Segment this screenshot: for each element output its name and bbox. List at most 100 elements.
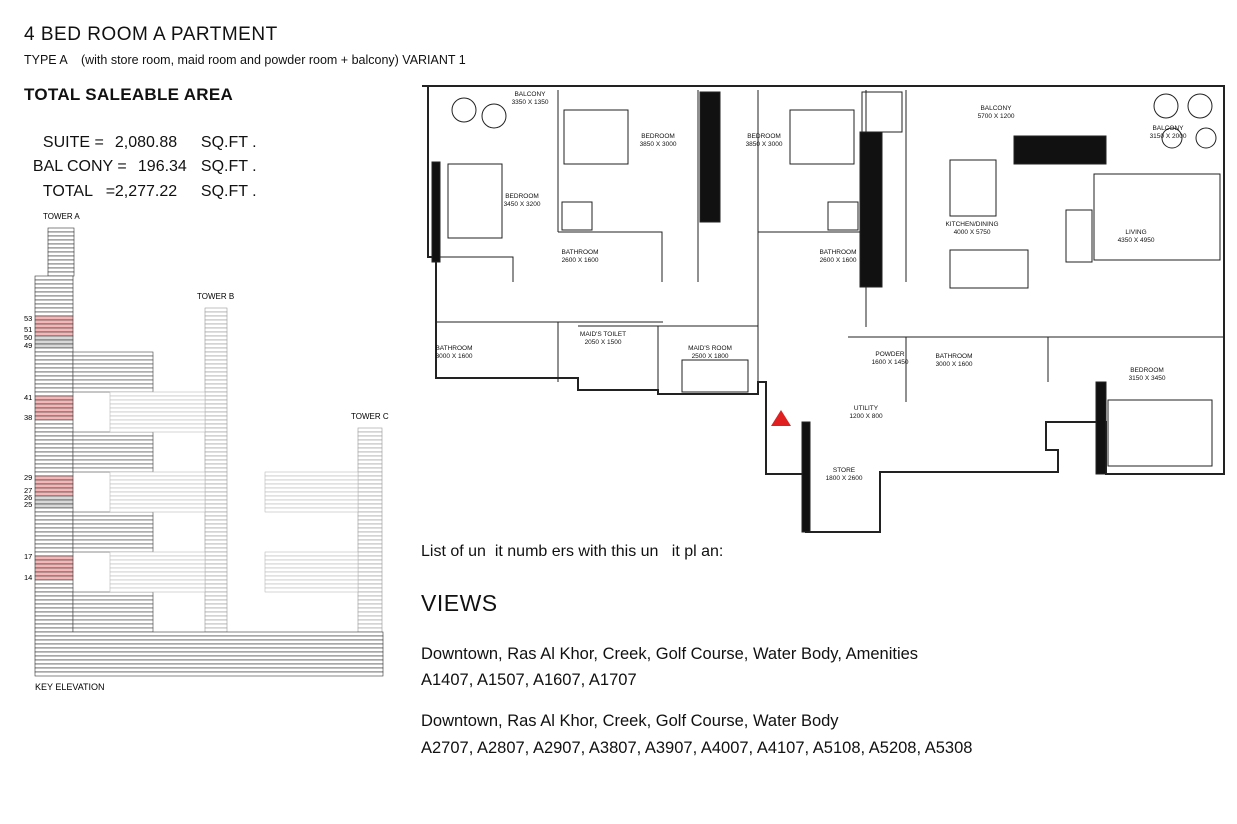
tower-a-floor bbox=[34, 451, 74, 457]
tower-a-floor bbox=[34, 547, 74, 553]
tower-b-floor bbox=[204, 439, 228, 445]
floor-label: 14 bbox=[24, 573, 32, 582]
tower-b-floor bbox=[204, 391, 228, 397]
tower-a-floor bbox=[34, 543, 74, 549]
tower-a-floor bbox=[34, 339, 74, 345]
elevation-floors bbox=[34, 227, 384, 677]
tower-a-wing bbox=[72, 447, 154, 453]
tower-b-floor bbox=[204, 419, 228, 425]
tower-b-floor bbox=[204, 395, 228, 401]
tower-a-floor bbox=[34, 623, 74, 629]
tower-a-floor bbox=[34, 307, 74, 313]
tower-a-wing bbox=[72, 531, 154, 537]
tower-a-floor bbox=[34, 619, 74, 625]
tower-a-wing bbox=[72, 595, 154, 601]
tower-a-floor bbox=[34, 455, 74, 461]
tower-a-floor bbox=[47, 259, 75, 265]
tower-a-floor bbox=[34, 303, 74, 309]
room-name: BEDROOM bbox=[641, 133, 675, 140]
tower-b-floor bbox=[204, 371, 228, 377]
tower-b-wing bbox=[109, 575, 206, 581]
room-size: 3000 X 1600 bbox=[936, 361, 973, 368]
tower-a-floor bbox=[34, 443, 74, 449]
floor-label: 51 bbox=[24, 325, 32, 334]
tower-b-floor bbox=[204, 315, 228, 321]
tower-c-floor bbox=[357, 463, 383, 469]
tower-b-floor bbox=[204, 623, 228, 629]
floor-label: 41 bbox=[24, 393, 32, 402]
tower-b-floor bbox=[204, 363, 228, 369]
tower-b-label: TOWER B bbox=[197, 292, 234, 301]
tower-c-floor bbox=[357, 591, 383, 597]
tower-a-floor bbox=[34, 327, 74, 333]
tower-b-floor bbox=[204, 415, 228, 421]
tower-b-floor bbox=[204, 443, 228, 449]
tower-c-label: TOWER C bbox=[351, 412, 389, 421]
tower-a-floor bbox=[34, 311, 74, 317]
tower-c-floor bbox=[357, 487, 383, 493]
tower-a-wing bbox=[72, 367, 154, 373]
tower-b-floor bbox=[204, 491, 228, 497]
area-label: TOTAL = bbox=[42, 183, 116, 200]
tower-c-floor bbox=[357, 431, 383, 437]
tower-a-floor bbox=[34, 343, 74, 349]
tower-b-floor bbox=[204, 451, 228, 457]
tower-a-wing bbox=[72, 459, 154, 465]
tower-a-floor bbox=[34, 551, 74, 557]
view-group-2-units: A2707, A2807, A2907, A3807, A3907, A4007… bbox=[421, 739, 973, 757]
podium-floor bbox=[34, 631, 384, 637]
tower-b-floor bbox=[204, 307, 228, 313]
tower-c-floor bbox=[357, 571, 383, 577]
tower-c-floor bbox=[357, 559, 383, 565]
tower-a-floor bbox=[34, 427, 74, 433]
tower-c-floor bbox=[357, 583, 383, 589]
tower-c-wing bbox=[264, 571, 359, 577]
room-name: BEDROOM bbox=[747, 133, 781, 140]
tower-b-floor bbox=[204, 407, 228, 413]
tower-a-floor bbox=[47, 239, 75, 245]
tower-b-floor bbox=[204, 531, 228, 537]
floor-label: 49 bbox=[24, 341, 32, 350]
tower-c-floor bbox=[357, 435, 383, 441]
tower-b-wing bbox=[109, 391, 206, 397]
tower-b-floor bbox=[204, 615, 228, 621]
area-label: BAL CONY = bbox=[32, 158, 127, 175]
tower-a-wing bbox=[72, 543, 154, 549]
tower-b-floor bbox=[204, 359, 228, 365]
tower-a-wing bbox=[72, 379, 154, 385]
tower-c-floor bbox=[357, 611, 383, 617]
room-size: 4000 X 5750 bbox=[954, 229, 991, 236]
room-name: POWDER bbox=[875, 351, 905, 358]
tower-a-wing bbox=[72, 443, 154, 449]
tower-b-floor bbox=[204, 431, 228, 437]
tower-b-floor bbox=[204, 423, 228, 429]
tower-c-floor bbox=[357, 427, 383, 433]
room-size: 1800 X 2600 bbox=[826, 475, 863, 482]
tower-a-floor bbox=[34, 535, 74, 541]
tower-c-wing bbox=[264, 583, 359, 589]
tower-a-wing bbox=[72, 359, 154, 365]
tower-a-floor bbox=[34, 467, 74, 473]
podium-floor bbox=[34, 639, 384, 645]
tower-b-wing bbox=[109, 495, 206, 501]
tower-a-floor bbox=[34, 387, 74, 393]
tower-b-floor bbox=[204, 563, 228, 569]
tower-b-floor bbox=[204, 575, 228, 581]
tower-a-floor bbox=[34, 559, 74, 565]
area-unit: SQ.FT . bbox=[200, 183, 257, 200]
tower-b-floor bbox=[204, 403, 228, 409]
tower-a-wing bbox=[72, 607, 154, 613]
tower-b-floor bbox=[204, 467, 228, 473]
tower-b-floor bbox=[204, 463, 228, 469]
tower-b-floor bbox=[204, 511, 228, 517]
tower-a-floor bbox=[34, 583, 74, 589]
floor-label: 38 bbox=[24, 413, 32, 422]
tower-c-wing bbox=[264, 587, 359, 593]
tower-a-wing bbox=[72, 623, 154, 629]
tower-b-floor bbox=[204, 487, 228, 493]
tower-a-floor bbox=[34, 447, 74, 453]
tower-b-wing bbox=[109, 419, 206, 425]
tower-a-wing bbox=[72, 611, 154, 617]
tower-a-wing bbox=[72, 371, 154, 377]
